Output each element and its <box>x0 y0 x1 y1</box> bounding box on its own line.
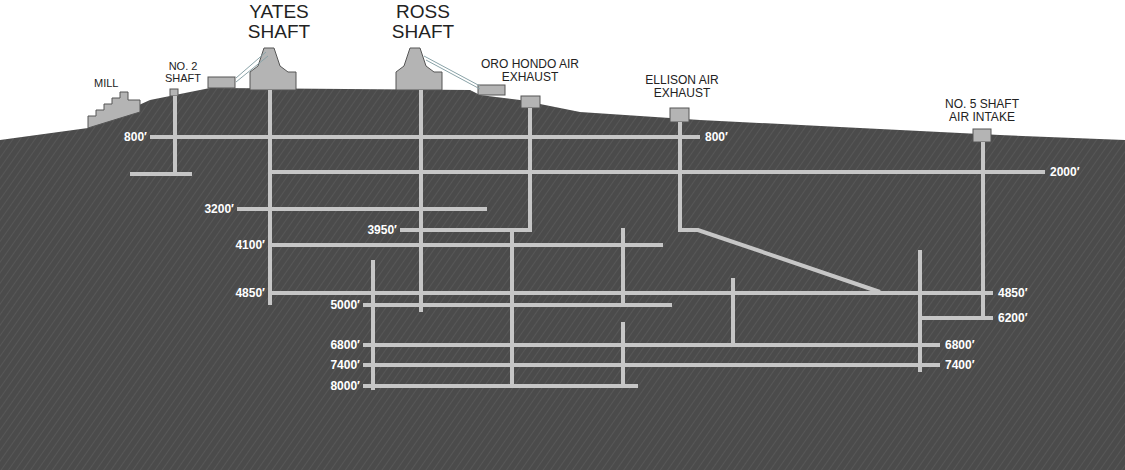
level-depth: 6200′ <box>998 311 1058 325</box>
shaft-label: NO. 5 SHAFT AIR INTAKE <box>937 98 1027 124</box>
mine-workings <box>130 90 1045 390</box>
level-depth: 3200′ <box>174 202 234 216</box>
level-depth: 7400′ <box>300 358 360 372</box>
level-depth: 8000′ <box>300 379 360 393</box>
level-depth: 800′ <box>97 130 147 144</box>
shaft-title: YATES SHAFT <box>234 2 324 42</box>
level-depth: 4850′ <box>205 286 265 300</box>
level-depth: 2000′ <box>1050 165 1110 179</box>
shaft-label: ELLISON AIR EXHAUST <box>637 74 727 100</box>
level-depth: 4850′ <box>998 286 1058 300</box>
level-depth: 800′ <box>705 130 755 144</box>
level-depth: 7400′ <box>945 358 1005 372</box>
level-depth: 3950′ <box>337 223 397 237</box>
shaft-title: ROSS SHAFT <box>378 2 468 42</box>
level-depth: 6800′ <box>945 338 1005 352</box>
building-label: MILL <box>94 77 134 89</box>
level-depth: 6800′ <box>300 338 360 352</box>
shaft-label: NO. 2 SHAFT <box>162 60 204 84</box>
ground <box>0 88 1125 470</box>
surface-buildings <box>88 48 991 142</box>
level-depth: 4100′ <box>205 238 265 252</box>
level-depth: 5000′ <box>300 298 360 312</box>
shaft-label: ORO HONDO AIR EXHAUST <box>472 58 588 84</box>
headframe-cables <box>236 52 480 89</box>
